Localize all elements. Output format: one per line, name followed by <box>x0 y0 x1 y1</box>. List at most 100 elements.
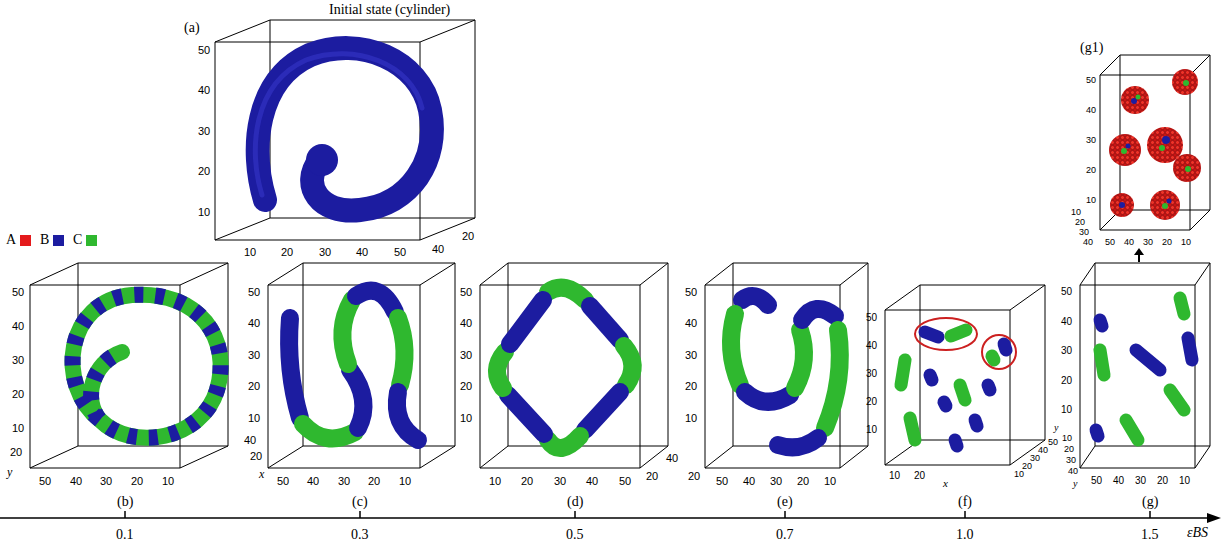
tick-label: 50 <box>12 287 24 298</box>
tick-label: 10 <box>824 476 836 487</box>
tick-label: 10 <box>1062 434 1072 443</box>
tick-label: 30 <box>338 476 350 487</box>
tick-label: 20 <box>646 471 658 482</box>
legend-swatch <box>53 235 64 246</box>
tick-label: 40 <box>1083 238 1093 247</box>
tick-label: 20 <box>914 471 925 481</box>
tick-label: 10 <box>1071 208 1081 217</box>
box-frame <box>1100 55 1210 230</box>
tick-label: 50 <box>248 287 260 298</box>
box-frame <box>30 263 228 468</box>
tick-label: 20 <box>1086 166 1096 175</box>
box-frame <box>705 263 868 468</box>
tick-label: 20 <box>10 447 22 458</box>
tick-label: 50 <box>277 476 289 487</box>
tick-label: 40 <box>685 318 697 329</box>
tick-label: 40 <box>1068 467 1078 476</box>
short-segments <box>1096 298 1192 440</box>
tick-label: 50 <box>1061 287 1072 297</box>
short-segments <box>901 318 1016 446</box>
tick-label: 30 <box>12 355 24 366</box>
micelle-spheres <box>1109 69 1201 220</box>
tick-label: 40 <box>198 85 210 96</box>
tick-label: 40 <box>12 321 24 332</box>
tick-label: 30 <box>685 350 697 361</box>
axis-value: (b) <box>117 495 133 509</box>
axis-name: x <box>259 468 264 480</box>
tick-label: 40 <box>307 476 319 487</box>
tick-label: 40 <box>432 244 444 255</box>
tick-label: 30 <box>1030 454 1040 463</box>
tick-label: 30 <box>1086 136 1096 145</box>
axis-name: y <box>1073 479 1077 489</box>
tick-label: 40 <box>356 247 368 258</box>
tick-label: 30 <box>319 247 331 258</box>
tick-label: 40 <box>666 453 678 464</box>
tick-label: 30 <box>248 350 260 361</box>
tick-label: 20 <box>1022 462 1032 471</box>
tick-label: 20 <box>685 381 697 392</box>
axis-value: 0.5 <box>566 528 584 542</box>
axis-value: (g) <box>1142 495 1158 509</box>
tick-label: 20 <box>688 471 700 482</box>
tick-label: 20 <box>248 381 260 392</box>
axis-name: y <box>1054 423 1058 433</box>
tick-label: 30 <box>554 476 566 487</box>
tick-label: 50 <box>1048 438 1058 447</box>
tick-label: 50 <box>716 476 728 487</box>
tick-label: 10 <box>460 413 472 424</box>
tick-label: 20 <box>368 476 380 487</box>
panel-label: (g1) <box>1080 41 1103 55</box>
tick-label: 20 <box>460 381 472 392</box>
tick-label: 30 <box>770 476 782 487</box>
panel-label: (a) <box>184 21 200 35</box>
axis-value: (d) <box>567 495 583 509</box>
cylinder-worm <box>255 48 432 210</box>
axis-value: (c) <box>352 495 368 509</box>
tick-label: 40 <box>586 476 598 487</box>
tick-label: 40 <box>1113 476 1124 486</box>
tick-label: 30 <box>1079 228 1089 237</box>
box-frame <box>1080 263 1210 468</box>
tick-label: 50 <box>685 287 697 298</box>
tick-label: 10 <box>12 423 24 434</box>
box-frame <box>268 263 455 468</box>
tick-label: 50 <box>866 313 877 323</box>
legend-swatch <box>86 235 97 246</box>
axis-value: (f) <box>958 495 972 509</box>
tick-label: 30 <box>198 126 210 137</box>
tick-label: 10 <box>162 476 174 487</box>
box-frame <box>885 285 1045 465</box>
tick-label: 40 <box>460 318 472 329</box>
tick-label: 10 <box>198 207 210 218</box>
tick-label: 10 <box>1179 476 1190 486</box>
tick-label: 20 <box>1157 476 1168 486</box>
parameter-axis <box>0 511 1221 523</box>
axis-value: 0.3 <box>351 528 369 542</box>
tick-label: 30 <box>1061 346 1072 356</box>
tick-label: 40 <box>1061 317 1072 327</box>
legend-text: A <box>6 233 16 247</box>
tick-label: 10 <box>685 413 697 424</box>
tick-label: 30 <box>1066 456 1076 465</box>
axis-value: 0.7 <box>776 528 794 542</box>
tick-label: 40 <box>1086 106 1096 115</box>
tick-label: 40 <box>866 341 877 351</box>
axis-name: x <box>943 478 948 489</box>
tick-label: 20 <box>131 476 143 487</box>
legend-swatch <box>20 235 31 246</box>
tick-label: 10 <box>489 476 501 487</box>
tick-label: 30 <box>1143 238 1153 247</box>
tick-label: 50 <box>1105 238 1115 247</box>
tick-label: 40 <box>1124 238 1134 247</box>
tick-label: 40 <box>70 476 82 487</box>
tick-label: 40 <box>743 476 755 487</box>
tick-label: 10 <box>866 425 877 435</box>
axis-name: y <box>7 466 12 478</box>
tick-label: 20 <box>281 247 293 258</box>
tick-label: 50 <box>198 45 210 56</box>
tick-label: 10 <box>244 247 256 258</box>
figure-heading: Initial state (cylinder) <box>329 3 450 17</box>
